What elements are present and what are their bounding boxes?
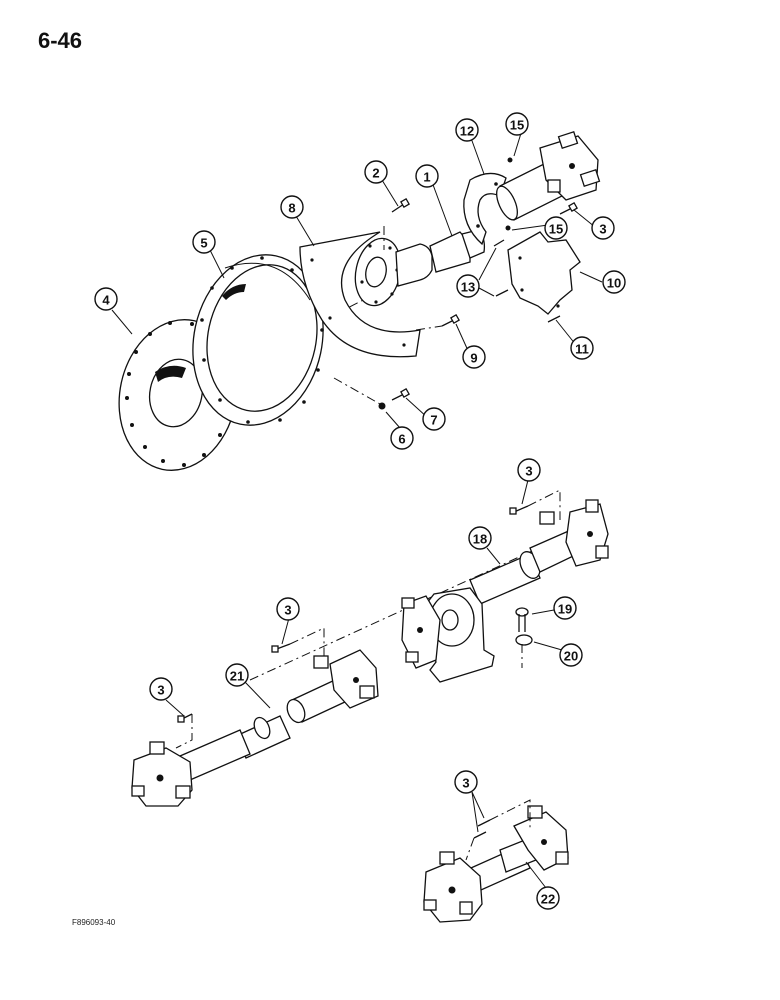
assembly-line — [333, 377, 381, 405]
pillow-block-bearing — [419, 587, 495, 683]
svg-text:3: 3 — [599, 222, 606, 237]
assembly-line — [465, 837, 475, 861]
callout-11: 11 — [570, 336, 594, 360]
page-number: 6-46 — [38, 28, 83, 53]
svg-text:3: 3 — [157, 683, 164, 698]
callout-4: 4 — [94, 287, 118, 311]
callout-5: 5 — [192, 230, 216, 254]
callout-22: 22 — [536, 886, 560, 910]
svg-text:12: 12 — [460, 124, 474, 139]
svg-text:5: 5 — [200, 236, 207, 251]
upper-u-joint-shaft — [496, 131, 601, 221]
svg-text:8: 8 — [288, 201, 295, 216]
callout-7: 7 — [422, 407, 446, 431]
bolt-part-3-top — [559, 202, 578, 215]
short-drive-shaft-part-22 — [461, 805, 569, 895]
nut-part-15-lower — [505, 225, 511, 231]
bottom-left-u-joint — [423, 851, 483, 923]
callout-1: 1 — [415, 164, 439, 188]
lower-left-u-joint — [131, 741, 193, 807]
svg-text:21: 21 — [230, 669, 244, 684]
shield-plate — [299, 231, 421, 358]
svg-text:15: 15 — [510, 118, 524, 133]
flywheel-housing-ring — [192, 254, 324, 426]
assembly-line — [415, 325, 443, 331]
assembly-line — [489, 799, 531, 830]
figure-code: F896093-40 — [72, 918, 116, 927]
svg-text:7: 7 — [430, 413, 437, 428]
svg-text:11: 11 — [575, 342, 589, 357]
callout-3-bottom: 3 — [454, 770, 478, 794]
bolt-part-2 — [391, 198, 410, 213]
callout-2: 2 — [364, 160, 388, 184]
svg-text:6: 6 — [398, 432, 405, 447]
callout-15-lower: 15 — [544, 216, 568, 240]
callout-3-lower-shaft: 3 — [276, 597, 300, 621]
callout-3-left-joint: 3 — [149, 677, 173, 701]
bolt-part-7 — [391, 388, 410, 401]
svg-text:18: 18 — [473, 532, 487, 547]
svg-text:15: 15 — [549, 222, 563, 237]
callout-8: 8 — [280, 195, 304, 219]
drive-hub-shaft — [354, 229, 486, 307]
callout-21: 21 — [225, 663, 249, 687]
svg-text:19: 19 — [558, 602, 572, 617]
bolt-part-3-lower-shaft — [271, 643, 291, 653]
svg-text:13: 13 — [461, 280, 475, 295]
svg-text:22: 22 — [541, 892, 555, 907]
svg-text:10: 10 — [607, 276, 621, 291]
upper-drive-shaft-part-18 — [469, 499, 609, 605]
bearing-coupling-yoke — [401, 595, 441, 669]
callout-13: 13 — [456, 274, 480, 298]
svg-text:4: 4 — [102, 293, 110, 308]
bolt-part-13 — [493, 239, 509, 297]
washer-part-20 — [515, 634, 533, 646]
svg-text:2: 2 — [372, 166, 379, 181]
callout-9: 9 — [462, 345, 486, 369]
bolt-part-3-left-joint — [177, 713, 193, 723]
svg-text:20: 20 — [564, 649, 578, 664]
shaft-support-bracket — [463, 172, 507, 246]
callout-20: 20 — [559, 643, 583, 667]
svg-text:3: 3 — [462, 776, 469, 791]
callout-18: 18 — [468, 526, 492, 550]
washer-part-6 — [378, 402, 386, 410]
bolt-part-19 — [515, 607, 529, 632]
bolt-part-11 — [547, 315, 561, 323]
svg-text:3: 3 — [284, 603, 291, 618]
callout-10: 10 — [602, 270, 626, 294]
assembly-line — [175, 714, 193, 749]
lower-drive-shaft-part-21 — [179, 649, 379, 781]
callout-3-top-right: 3 — [591, 216, 615, 240]
svg-text:1: 1 — [423, 170, 430, 185]
nut-part-15-upper — [507, 157, 513, 163]
callout-12: 12 — [455, 118, 479, 142]
svg-text:9: 9 — [470, 351, 477, 366]
callout-6: 6 — [390, 426, 414, 450]
svg-text:3: 3 — [525, 464, 532, 479]
guard-shield — [507, 231, 581, 315]
callout-15-upper: 15 — [505, 112, 529, 136]
callout-19: 19 — [553, 596, 577, 620]
callout-3-upper-shaft: 3 — [517, 458, 541, 482]
assembly-line — [289, 627, 325, 658]
bolt-part-3-bottom — [473, 819, 491, 839]
bolt-part-9 — [441, 314, 460, 327]
bolt-part-3-upper-shaft — [509, 505, 529, 515]
